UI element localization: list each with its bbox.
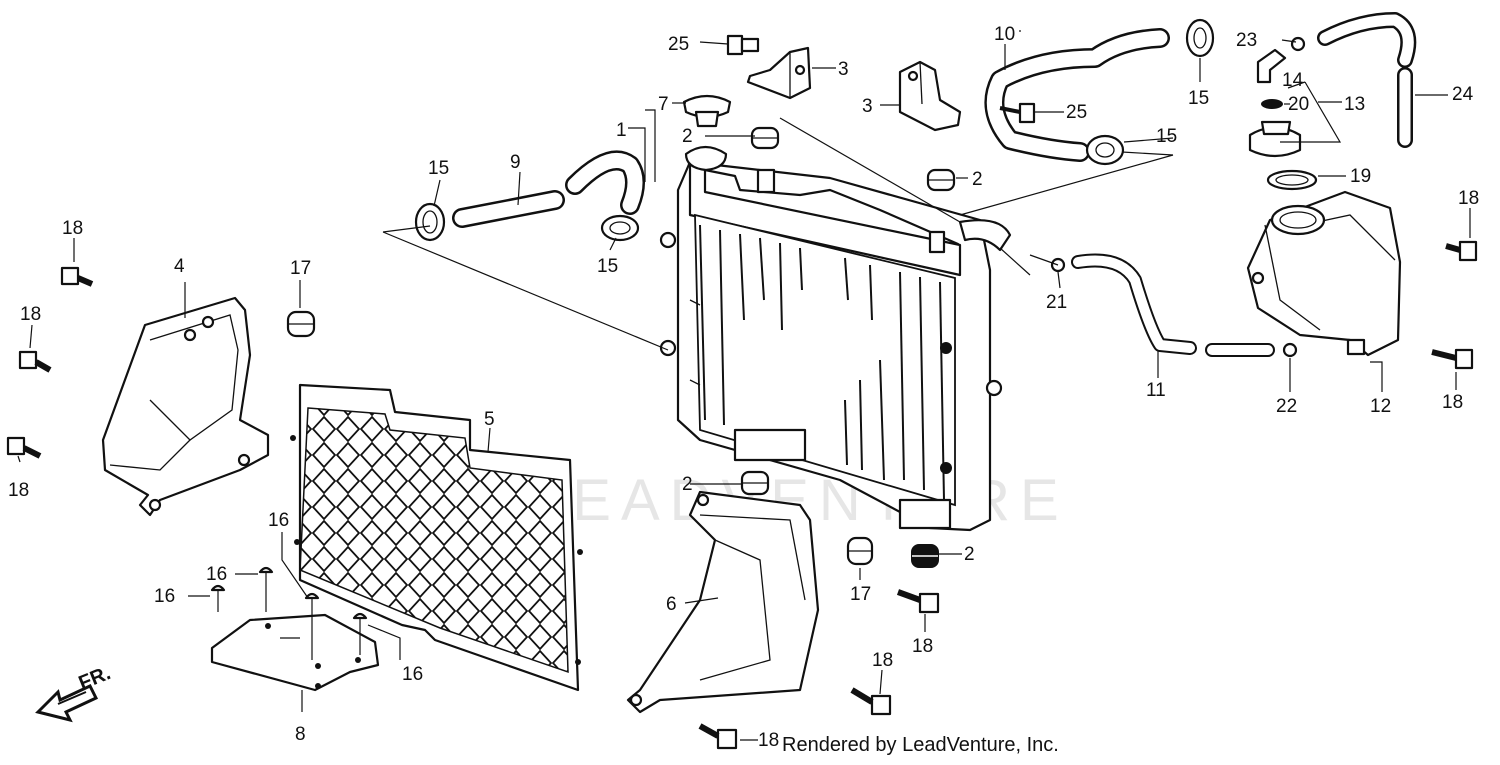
callout-3: 3 (862, 96, 873, 117)
front-direction-arrow: FR. (35, 662, 114, 723)
part-19-gasket (1266, 169, 1318, 191)
part-23-clip (1290, 36, 1306, 52)
callout-18: 18 (20, 304, 41, 325)
part-5-grille (290, 383, 583, 692)
part-1-radiator (659, 145, 1012, 532)
callout-22: 22 (1276, 396, 1297, 417)
callout-18: 18 (8, 480, 29, 501)
callout-23: 23 (1236, 30, 1257, 51)
callout-16: 16 (206, 564, 227, 585)
part-12-reserve-tank (1246, 190, 1402, 357)
callout-8: 8 (295, 724, 306, 745)
callout-2: 2 (964, 544, 975, 565)
callout-24: 24 (1452, 84, 1474, 105)
part-7-radiator-cap (682, 94, 732, 128)
callout-18: 18 (872, 650, 893, 671)
part-14-fitting (1256, 48, 1287, 84)
callout-13: 13 (1344, 94, 1365, 115)
part-17-dampers (286, 310, 874, 566)
callout-9: 9 (510, 152, 521, 173)
part-16-rivets (210, 566, 368, 660)
part-10-lower-hose (984, 28, 1170, 162)
callout-15: 15 (428, 158, 449, 179)
callout-18: 18 (912, 636, 933, 657)
callout-10: 10 (994, 24, 1015, 45)
part-3-bracket-lower (898, 60, 962, 132)
part-22-clip (1282, 342, 1298, 358)
callout-1: 1 (616, 120, 627, 141)
credit-text: Rendered by LeadVenture, Inc. (782, 734, 1059, 756)
callout-2: 2 (682, 126, 693, 147)
part-24-breather-tube (1317, 12, 1417, 148)
callout-18: 18 (1442, 392, 1463, 413)
callout-4: 4 (174, 256, 185, 277)
callout-25: 25 (668, 34, 689, 55)
callout-16: 16 (268, 510, 289, 531)
callout-11: 11 (1146, 380, 1166, 401)
part-8-bottom-plate (210, 613, 380, 692)
part-13-reserve-cap (1248, 120, 1302, 158)
part-11-overflow-tube (1071, 253, 1275, 357)
callout-19: 19 (1350, 166, 1371, 187)
callout-16: 16 (154, 586, 175, 607)
callout-18: 18 (1458, 188, 1479, 209)
callout-20: 20 (1288, 94, 1309, 115)
callout-15: 15 (597, 256, 618, 277)
part-15-clamps (414, 18, 1215, 242)
callout-2: 2 (682, 474, 693, 495)
part-25-bolts (726, 34, 1036, 124)
callout-21: 21 (1046, 292, 1067, 313)
callout-18: 18 (62, 218, 83, 239)
callout-15: 15 (1188, 88, 1209, 109)
callout-3: 3 (838, 59, 849, 80)
callout-6: 6 (666, 594, 677, 615)
leader-lines (17, 30, 1471, 741)
part-18-bolts (6, 240, 1478, 750)
direction-label: FR. (76, 662, 114, 694)
callout-25: 25 (1066, 102, 1087, 123)
part-6-lower-shroud (626, 490, 820, 714)
part-9-upper-hose (452, 150, 645, 228)
part-3-bracket-upper (746, 46, 812, 100)
callout-15: 15 (1156, 126, 1177, 147)
callout-12: 12 (1370, 396, 1391, 417)
part-20-o-ring (1261, 99, 1283, 109)
callout-2: 2 (972, 169, 983, 190)
part-2-grommets (740, 126, 956, 568)
callout-numbers: 1 2 2 2 2 3 3 4 5 6 7 8 9 10 11 12 13 14… (8, 24, 1479, 751)
callout-17: 17 (290, 258, 311, 279)
callout-5: 5 (484, 409, 495, 430)
callout-16: 16 (402, 664, 423, 685)
part-4-left-shroud (101, 296, 270, 517)
callout-18: 18 (758, 730, 779, 751)
callout-7: 7 (658, 94, 669, 115)
callout-14: 14 (1282, 70, 1304, 91)
callout-17: 17 (850, 584, 871, 605)
